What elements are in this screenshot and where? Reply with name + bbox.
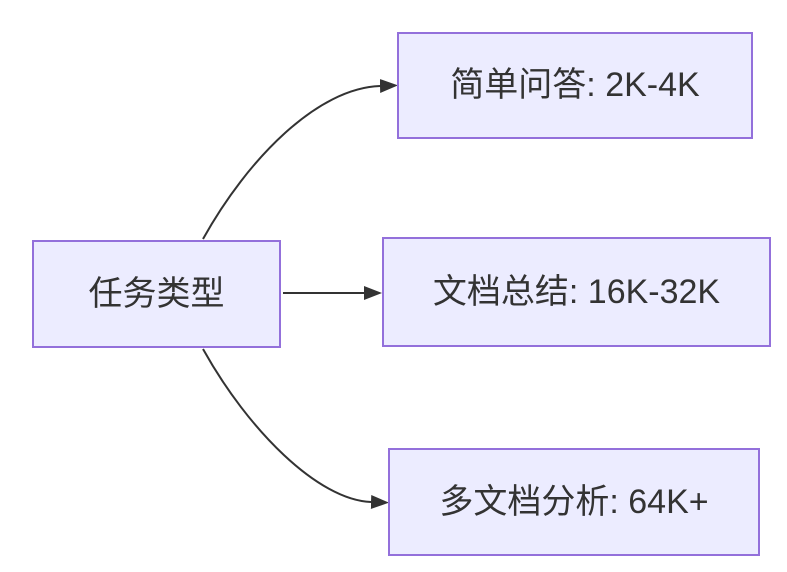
node-doc-summary-label: 文档总结: 16K-32K xyxy=(432,272,721,311)
node-task-type-label: 任务类型 xyxy=(88,274,225,313)
node-task-type: 任务类型 xyxy=(32,240,281,348)
node-doc-summary: 文档总结: 16K-32K xyxy=(382,237,771,347)
node-multi-doc: 多文档分析: 64K+ xyxy=(388,448,760,556)
node-multi-doc-label: 多文档分析: 64K+ xyxy=(439,482,709,521)
edge-task-type-to-simple-qa xyxy=(202,79,398,240)
node-simple-qa: 简单问答: 2K-4K xyxy=(397,32,753,139)
edge-task-type-to-multi-doc xyxy=(202,348,389,509)
node-simple-qa-label: 简单问答: 2K-4K xyxy=(450,66,700,105)
